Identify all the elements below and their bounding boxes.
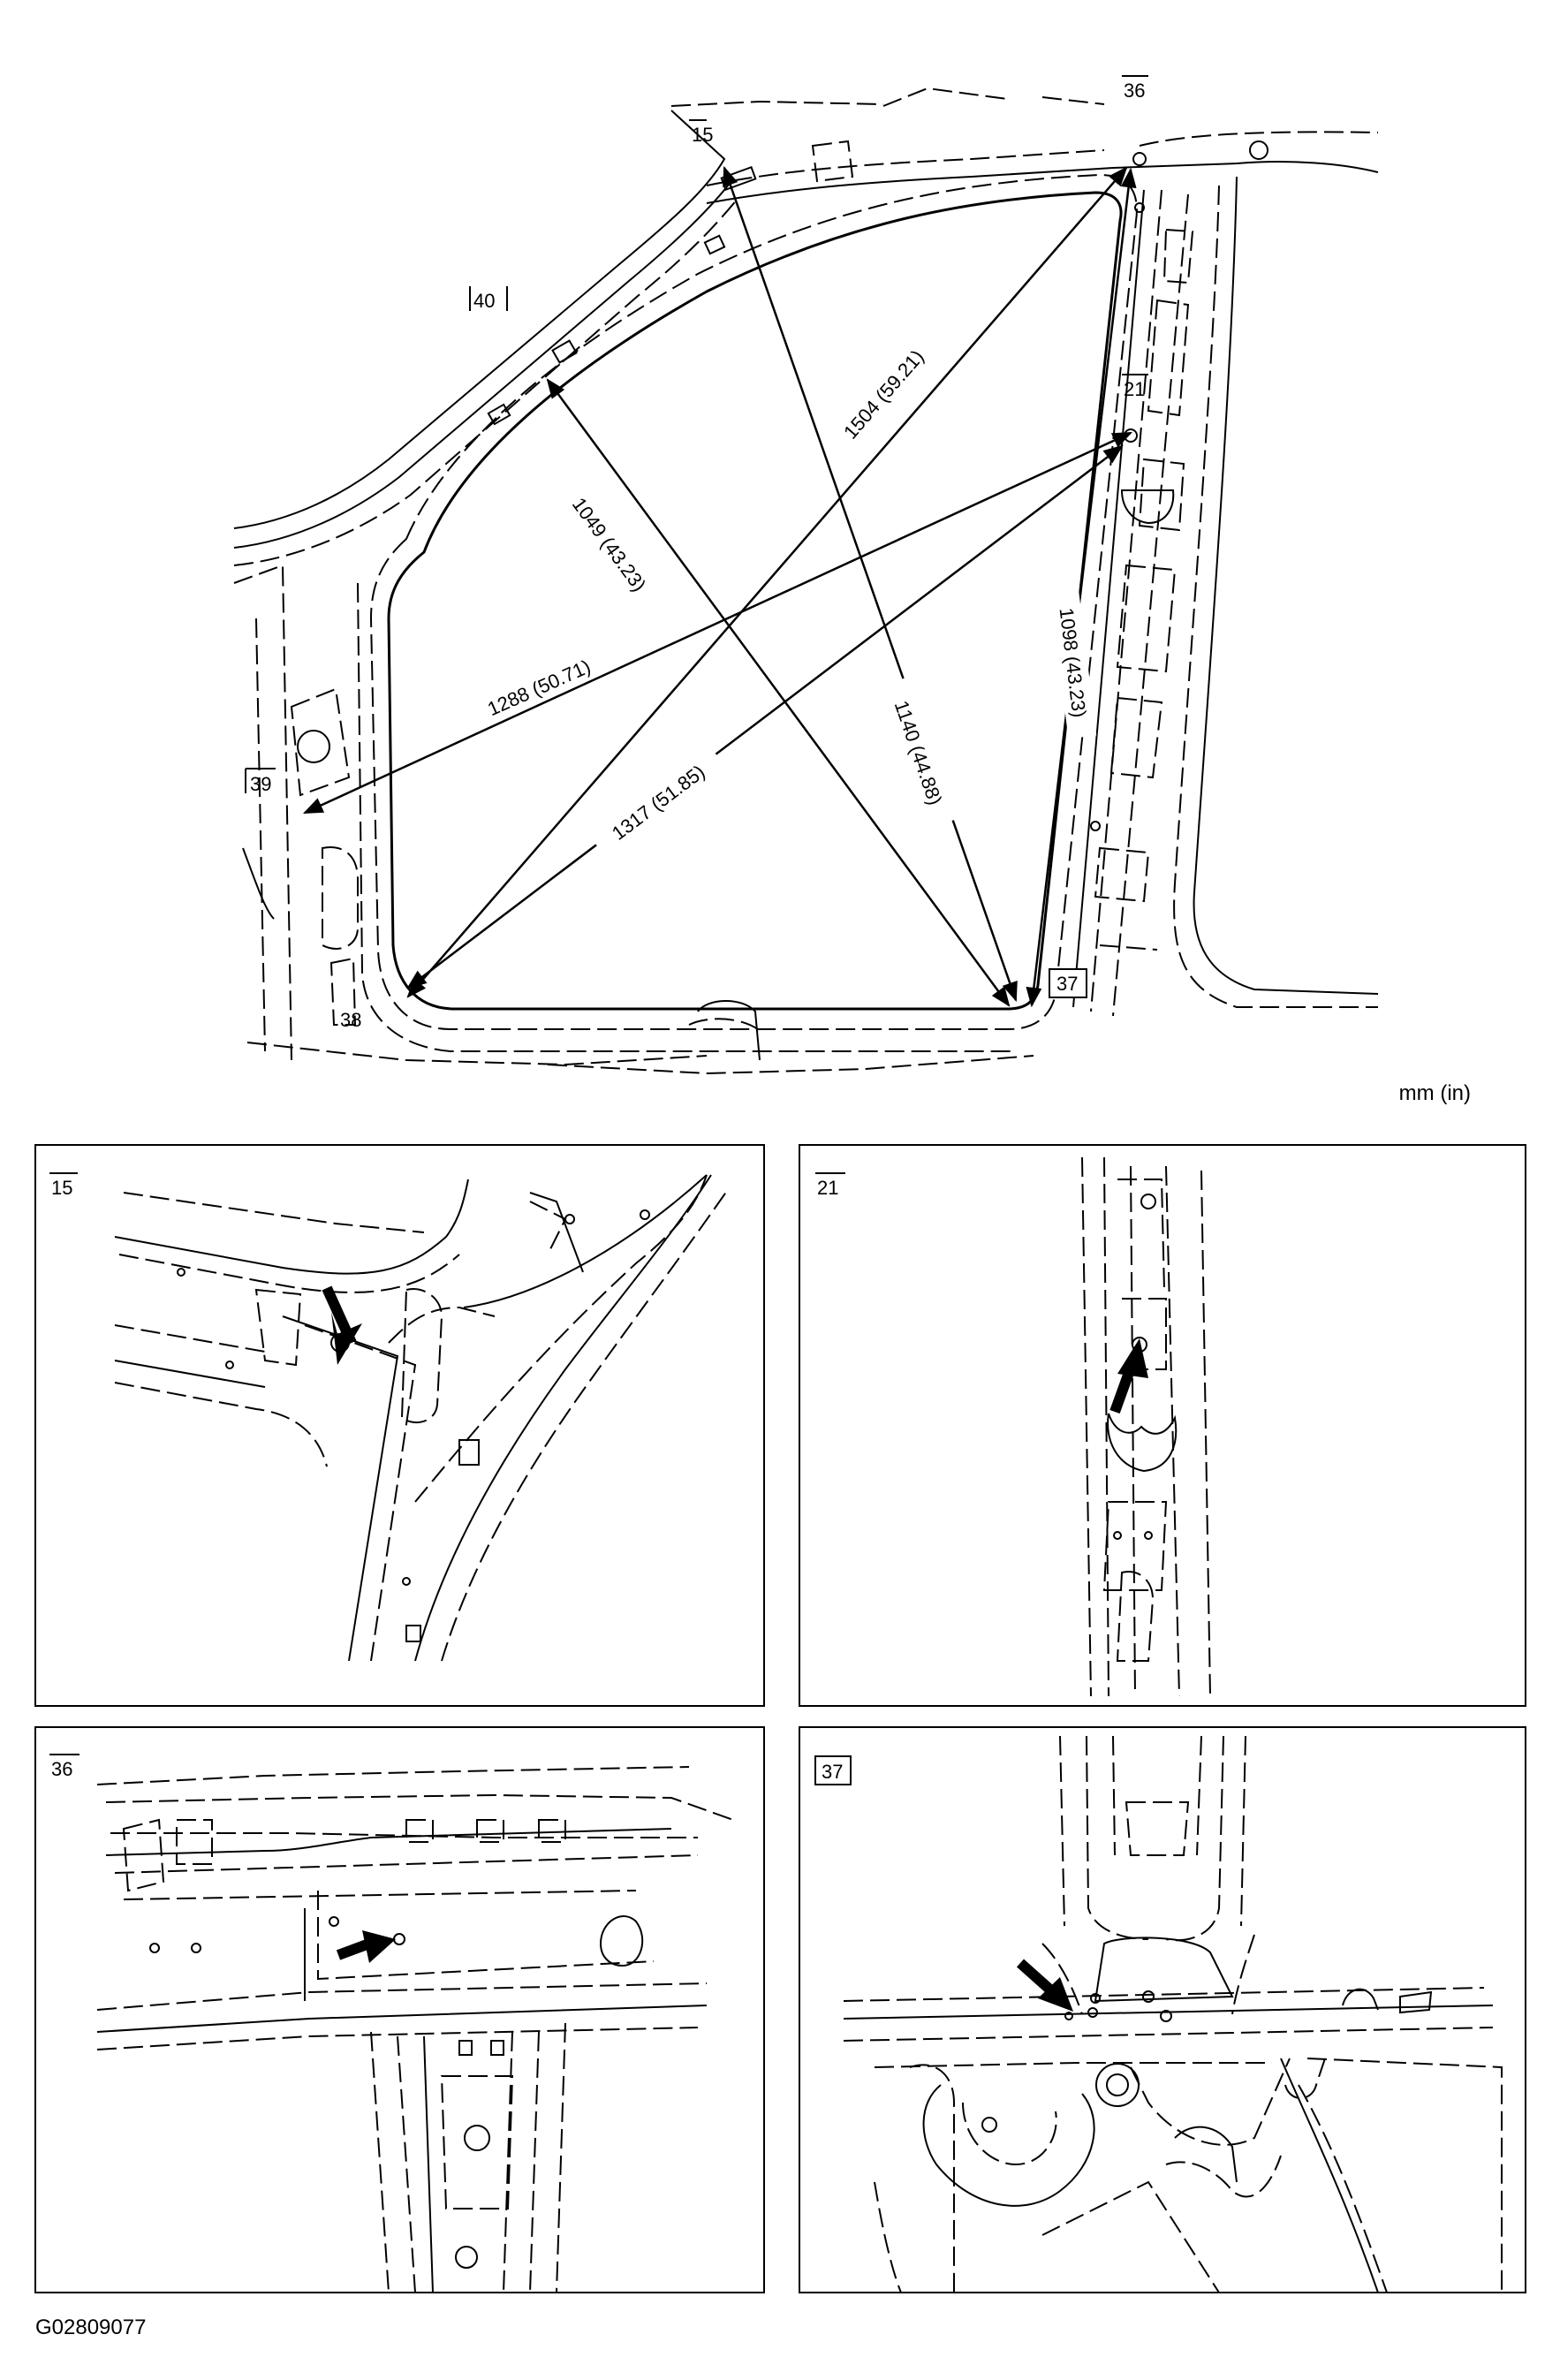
panel-label-37: 37 xyxy=(822,1761,843,1783)
dimension-lines: 1049 (43.23) 1504 (59.21) 1288 (50.71) 1… xyxy=(302,165,1137,1008)
panel-label-36: 36 xyxy=(51,1758,72,1780)
main-body-drawing xyxy=(233,87,1379,1075)
point-label-39: 39 xyxy=(250,773,271,795)
dimension-line-1049 xyxy=(546,378,1011,1007)
detail-panel-37: 37 xyxy=(799,1726,1526,2293)
units-label: mm (in) xyxy=(1399,1081,1471,1105)
dimension-label-1504: 1504 (59.21) xyxy=(839,345,928,443)
point-label-38: 38 xyxy=(340,1009,361,1031)
detail-panel-21: 21 xyxy=(799,1144,1526,1707)
point-label-36: 36 xyxy=(1124,80,1145,102)
dimension-label-1317: 1317 (51.85) xyxy=(608,761,709,845)
panel-label-15: 15 xyxy=(51,1177,72,1199)
point-label-40: 40 xyxy=(473,290,495,312)
point-label-15: 15 xyxy=(692,124,713,146)
detail-panel-15: 15 xyxy=(34,1144,765,1707)
point-label-21: 21 xyxy=(1124,378,1145,400)
dimension-line-1140 xyxy=(723,165,1018,1003)
dimension-line-1288 xyxy=(302,431,1133,815)
panel-label-21: 21 xyxy=(817,1177,838,1199)
panel-label-37-box xyxy=(814,1755,852,1785)
dimension-label-1049: 1049 (43.23) xyxy=(568,493,651,595)
dimension-line-1098 xyxy=(1026,167,1137,1008)
figure-code: G02809077 xyxy=(35,2316,146,2339)
detail-panel-36: 36 xyxy=(34,1726,765,2293)
point-label-37: 37 xyxy=(1056,973,1078,995)
